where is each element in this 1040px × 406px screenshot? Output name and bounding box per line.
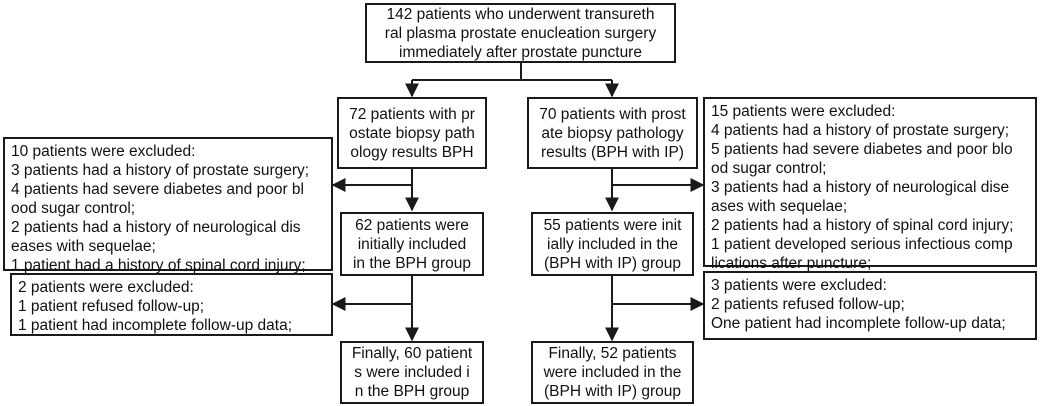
right-exclusion2-box: 3 patients were excluded: 2 patients ref… bbox=[703, 271, 1037, 340]
left-exclusion1-line-6: eases with sequelae; bbox=[11, 238, 156, 255]
left-exclusion1-line-5: 2 patients had a history of neurological… bbox=[11, 219, 301, 236]
left-exclusion1-line-4: ood sugar control; bbox=[11, 200, 136, 217]
left-included-line-2: initially included bbox=[357, 235, 467, 253]
right-start-box: 70 patients with prost ate biopsy pathol… bbox=[527, 97, 698, 169]
left-exclusion2-line-3: 1 patient had incomplete follow-up data; bbox=[18, 317, 293, 334]
right-start-line-2: ate biopsy pathology bbox=[541, 124, 684, 142]
left-exclusion1-line-1: 10 patients were excluded: bbox=[11, 143, 196, 160]
left-start-line-3: ology results BPH bbox=[350, 143, 474, 161]
right-exclusion1-box: 15 patients were excluded: 4 patients ha… bbox=[703, 97, 1037, 272]
left-included-box: 62 patients were initially included in t… bbox=[340, 212, 484, 276]
left-exclusion1-line-3: 4 patients had severe diabetes and poor … bbox=[11, 181, 304, 198]
right-final-line-2: were included in the bbox=[543, 364, 682, 381]
left-start-line-1: 72 patients with pr bbox=[349, 105, 475, 123]
right-included-line-2: ially included in the bbox=[547, 235, 678, 253]
top-box: 142 patients who underwent transureth ra… bbox=[365, 3, 676, 63]
right-exclusion1-line-9: lications after puncture; bbox=[711, 255, 872, 272]
right-exclusion2-line-1: 3 patients were excluded: bbox=[711, 277, 887, 294]
right-exclusion1-line-1: 15 patients were excluded: bbox=[711, 103, 896, 120]
right-final-line-1: Finally, 52 patients bbox=[548, 345, 677, 362]
top-line-1: 142 patients who underwent transureth bbox=[386, 5, 655, 23]
left-exclusion1-line-2: 3 patients had a history of prostate sur… bbox=[11, 162, 310, 179]
left-exclusion1-box: 10 patients were excluded: 3 patients ha… bbox=[3, 137, 333, 274]
left-final-box: Finally, 60 patient s were included i n … bbox=[340, 341, 484, 404]
right-final-box: Finally, 52 patients were included in th… bbox=[531, 341, 694, 404]
right-exclusion1-line-5: 3 patients had a history of neurological… bbox=[711, 179, 1010, 196]
left-final-line-2: s were included i bbox=[354, 364, 470, 381]
top-line-3: immediately after prostate puncture bbox=[399, 43, 642, 61]
left-included-line-3: in the BPH group bbox=[352, 254, 472, 272]
right-exclusion2-line-3: One patient had incomplete follow-up dat… bbox=[711, 315, 1006, 332]
right-exclusion2-line-2: 2 patients refused follow-up; bbox=[711, 296, 905, 313]
right-exclusion1-line-4: od sugar control; bbox=[711, 160, 827, 177]
left-included-line-1: 62 patients were bbox=[355, 216, 469, 234]
right-final-line-3: (BPH with IP) group bbox=[544, 383, 681, 400]
left-final-line-1: Finally, 60 patient bbox=[351, 345, 473, 362]
top-line-2: ral plasma prostate enucleation surgery bbox=[384, 24, 657, 42]
right-exclusion1-line-2: 4 patients had a history of prostate sur… bbox=[711, 122, 1010, 139]
left-start-box: 72 patients with pr ostate biopsy path o… bbox=[337, 97, 487, 169]
left-exclusion2-line-1: 2 patients were excluded: bbox=[18, 279, 194, 296]
right-included-line-1: 55 patients were init bbox=[543, 216, 682, 234]
right-start-line-1: 70 patients with prost bbox=[539, 105, 686, 123]
left-start-line-2: ostate biopsy path bbox=[349, 124, 475, 142]
right-exclusion1-line-6: ases with sequelae; bbox=[711, 198, 848, 215]
left-final-line-3: n the BPH group bbox=[354, 383, 470, 400]
right-exclusion1-line-8: 1 patient developed serious infectious c… bbox=[711, 236, 1013, 253]
left-exclusion1-line-7: 1 patient had a history of spinal cord i… bbox=[11, 257, 306, 274]
left-exclusion2-line-2: 1 patient refused follow-up; bbox=[18, 298, 205, 315]
right-start-line-3: results (BPH with IP) bbox=[541, 143, 684, 161]
left-exclusion2-box: 2 patients were excluded: 1 patient refu… bbox=[10, 273, 333, 336]
right-included-line-3: (BPH with IP) group bbox=[544, 254, 681, 272]
right-exclusion1-line-7: 2 patients had a history of spinal cord … bbox=[711, 217, 1014, 234]
right-exclusion1-line-3: 5 patients had severe diabetes and poor … bbox=[711, 141, 1013, 158]
right-included-box: 55 patients were init ially included in … bbox=[531, 212, 694, 276]
